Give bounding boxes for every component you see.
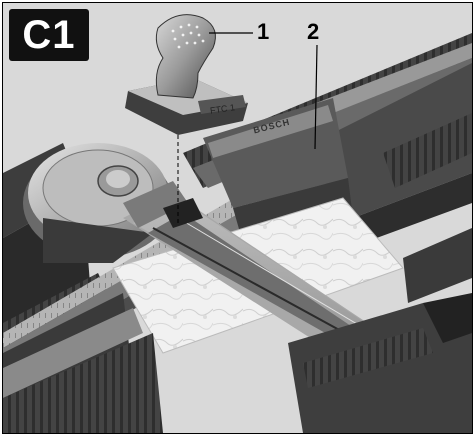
callout-1: 1 <box>257 19 270 44</box>
gearshift-knob-tool <box>125 14 248 135</box>
arm-bracket <box>163 198 203 228</box>
callout-2: 2 <box>307 19 320 44</box>
figure-label: C1 <box>9 9 89 61</box>
front-right-end <box>288 293 472 433</box>
right-stand <box>333 63 472 303</box>
tile-cutter-illustration <box>3 3 472 433</box>
front-rail <box>3 293 163 433</box>
manual-figure: C1 1 2 FTC 1 BOSCH <box>2 2 473 434</box>
callout-2-leader <box>314 44 318 150</box>
